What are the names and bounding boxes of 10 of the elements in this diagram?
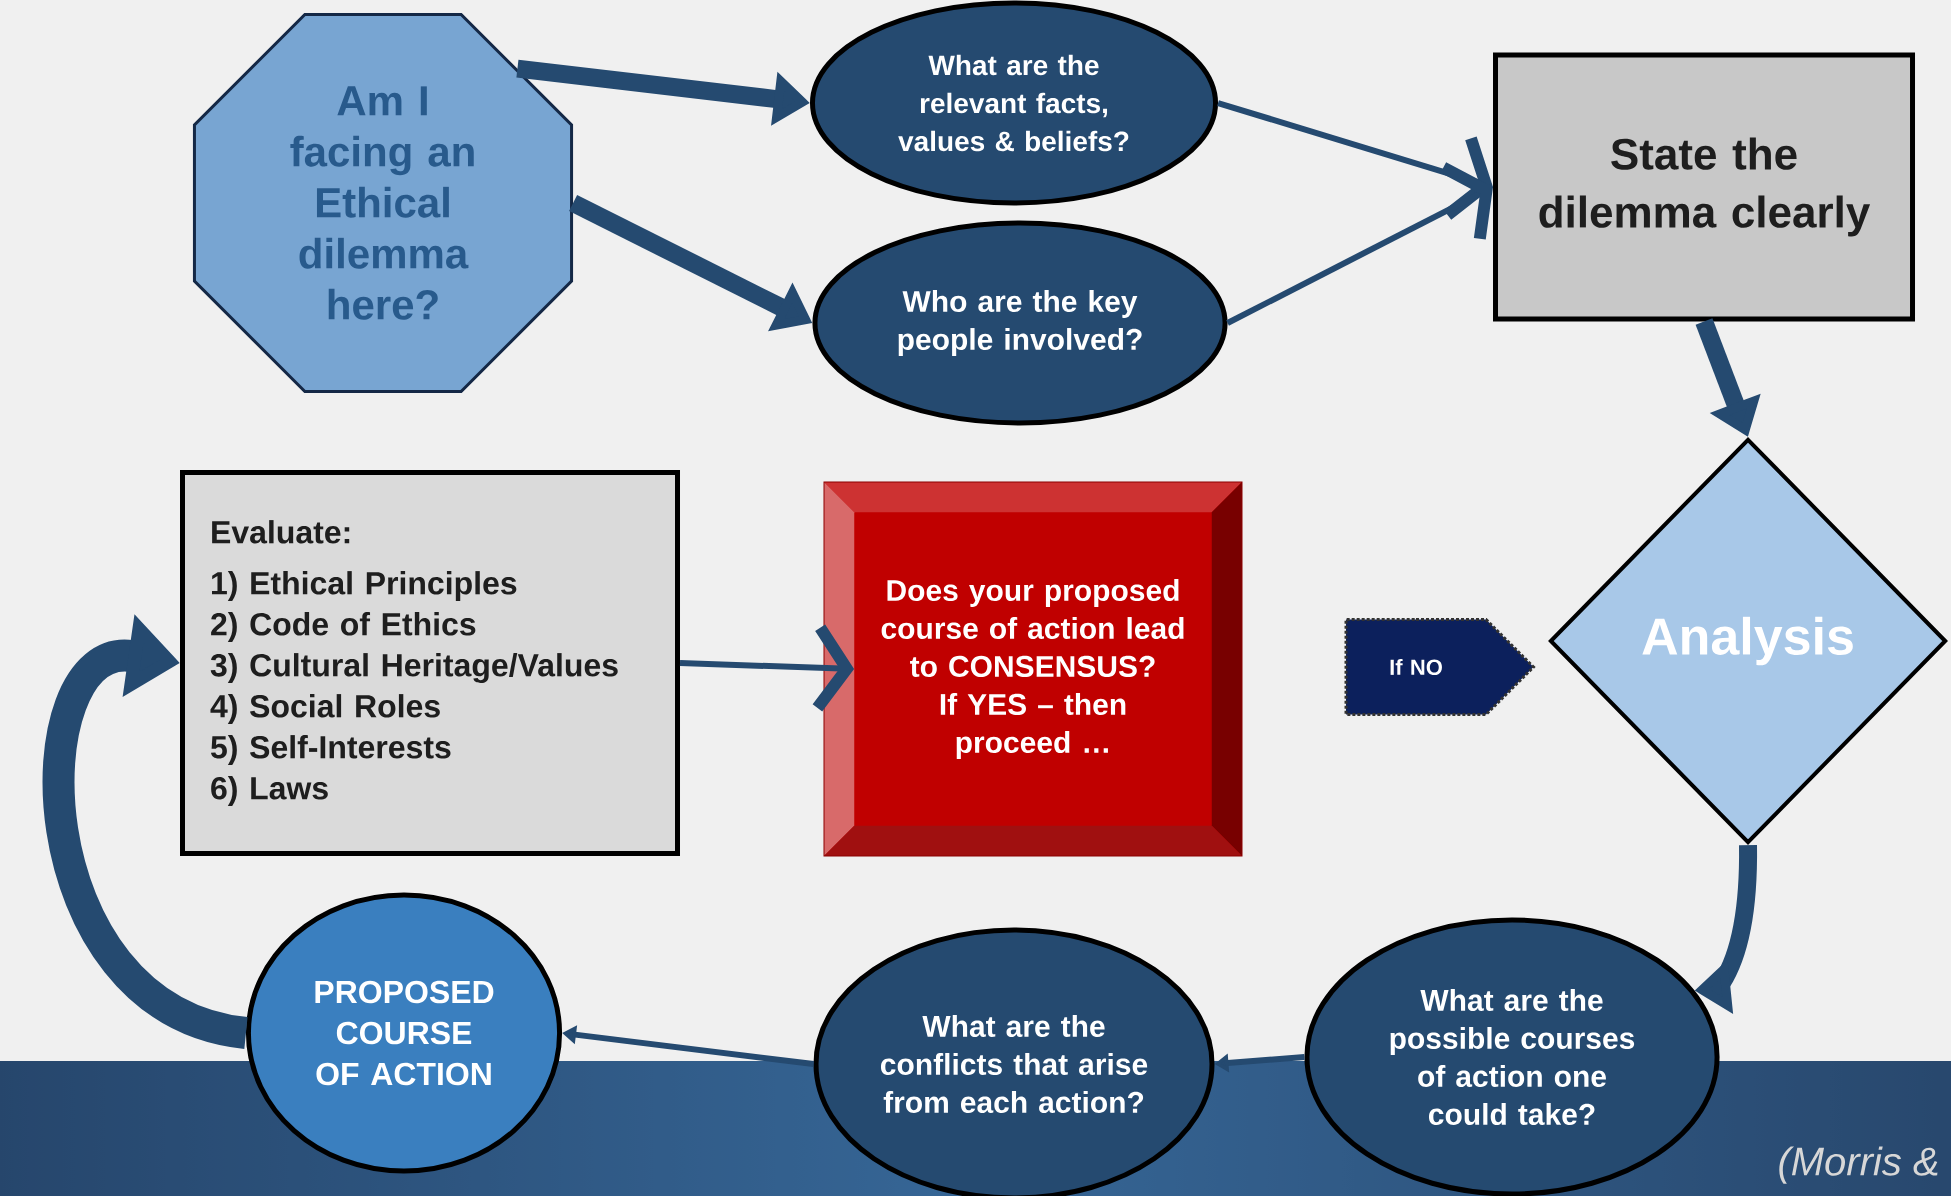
checklist-box: Evaluate: 1) Ethical Principles 2) Code of Ethics 3) Cultural Heritage/Values 4) Social Roles 5) Self-Interests 6) Laws xyxy=(180,470,680,856)
pentagon-tag: If NO xyxy=(1344,618,1536,716)
statement-box: State the dilemma clearly xyxy=(1493,52,1915,322)
arrow xyxy=(1217,100,1493,220)
arrow xyxy=(1226,162,1493,326)
arrow xyxy=(42,614,250,1049)
consensus-box: Does your proposed course of action lead to CONSENSUS? If YES – then proceed … xyxy=(823,481,1243,857)
arrow xyxy=(679,624,855,712)
citation-text: (Morris & xyxy=(1779,1146,1938,1184)
question-octagon: Am I facing an Ethical dilemma here? xyxy=(192,12,574,394)
